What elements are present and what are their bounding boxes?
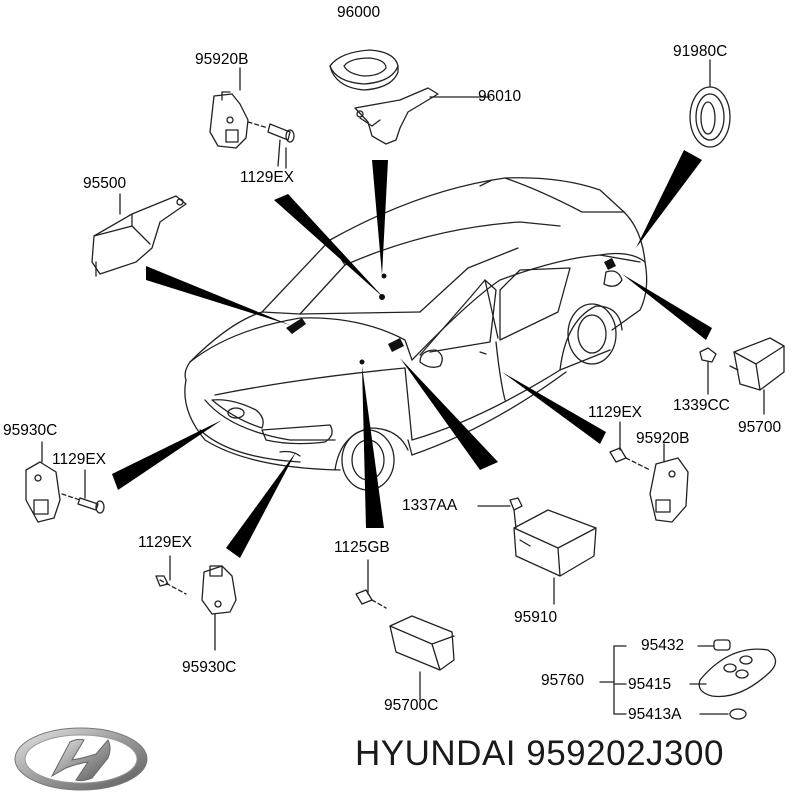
label-1337aa: 1337AA (402, 497, 458, 514)
label-95413a: 95413A (628, 706, 682, 723)
label-95930c-left: 95930C (3, 422, 58, 439)
label-95700c: 95700C (384, 697, 439, 714)
label-95760: 95760 (541, 672, 585, 689)
label-95432: 95432 (641, 637, 685, 654)
part-95930c-left-drawing (25, 441, 105, 523)
label-1339cc: 1339CC (673, 397, 730, 414)
part-96000-drawing (329, 49, 399, 91)
part-91980c-drawing (689, 59, 731, 148)
label-91980c: 91980C (673, 43, 728, 60)
label-96010: 96010 (478, 88, 522, 105)
label-95700: 95700 (738, 419, 782, 436)
part-95760-drawing (599, 639, 777, 720)
label-1125gb: 1125GB (334, 539, 390, 556)
label-95920b-top: 95920B (195, 51, 249, 68)
part-95500-drawing (91, 193, 187, 277)
part-95700c-drawing (355, 559, 455, 701)
label-1129ex-bottom: 1129EX (138, 534, 193, 551)
part-96010-drawing (354, 87, 491, 145)
label-95930c-bottom: 95930C (182, 659, 237, 676)
label-96000: 96000 (337, 4, 381, 21)
label-95920b-right: 95920B (636, 430, 690, 447)
part-95910-drawing (477, 497, 597, 605)
hyundai-logo-icon (14, 727, 148, 791)
part-95930c-bottom-drawing (155, 555, 237, 651)
label-95910: 95910 (514, 609, 558, 626)
label-1129ex-right: 1129EX (588, 404, 643, 421)
part-95920b-right-drawing (609, 421, 689, 523)
brand-part-number: HYUNDAI 959202J300 (355, 734, 724, 773)
label-1129ex-top: 1129EX (240, 169, 295, 186)
part-95700-drawing (699, 337, 785, 415)
callout-wedges (112, 150, 712, 558)
part-95920b-top-drawing (209, 91, 295, 167)
label-95415: 95415 (628, 676, 672, 693)
label-1129ex-left: 1129EX (52, 451, 107, 468)
car-illustration (184, 177, 648, 491)
label-95500: 95500 (83, 175, 127, 192)
